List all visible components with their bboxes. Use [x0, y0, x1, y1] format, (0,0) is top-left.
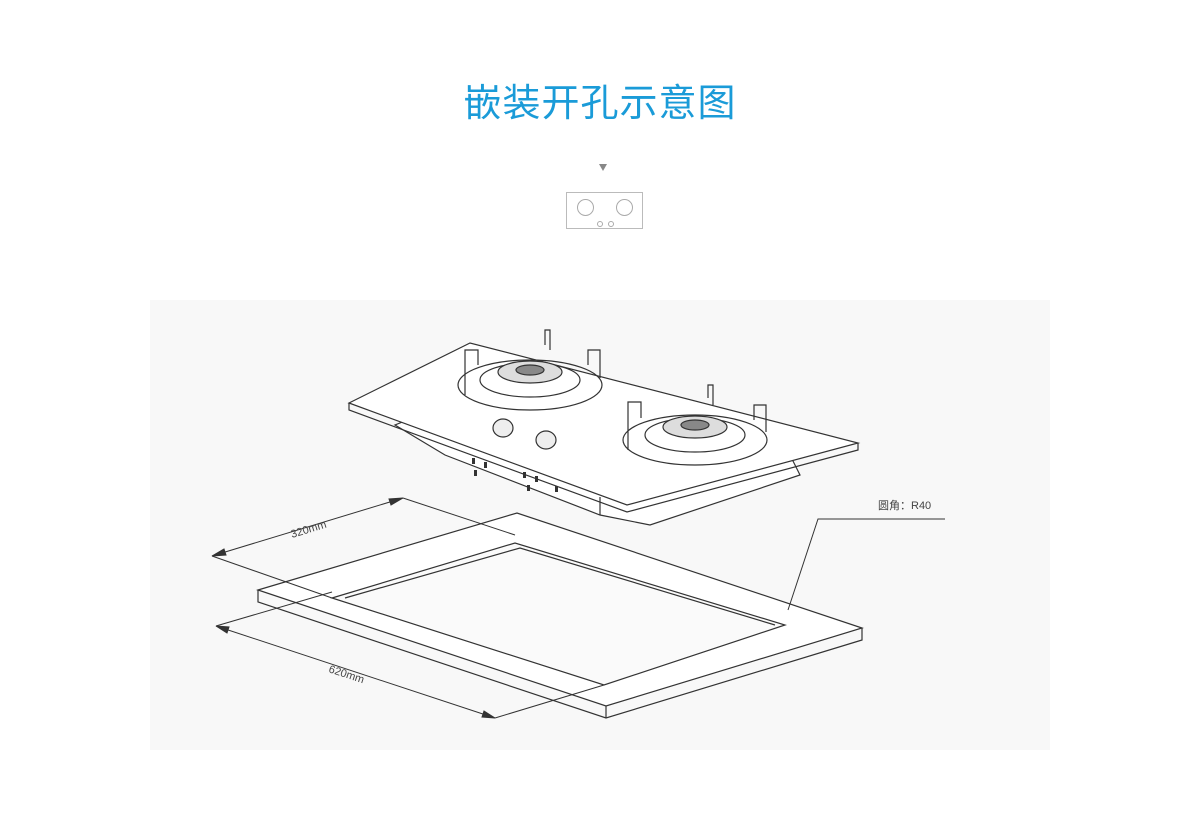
- cooktop-thumbnail-icon: [566, 192, 643, 229]
- knob-icon: [608, 221, 614, 227]
- gas-cooktop: [347, 329, 861, 526]
- burner-right: [622, 384, 768, 466]
- countertop: [256, 512, 864, 719]
- down-arrow-icon: [599, 164, 607, 171]
- cutout-hole: [329, 542, 787, 686]
- underside-vents: [472, 458, 558, 492]
- dimension-depth-label: 320mm: [289, 519, 328, 541]
- burner-icon: [616, 199, 633, 216]
- burner-icon: [577, 199, 594, 216]
- dimension-depth: [211, 497, 516, 599]
- page-title: 嵌装开孔示意图: [463, 81, 737, 125]
- control-knobs: [492, 418, 557, 450]
- burner-left: [457, 329, 603, 411]
- dimension-width-label: 620mm: [327, 663, 366, 686]
- corner-radius-label: 圆角：R40: [878, 499, 931, 512]
- corner-radius-leader: [787, 518, 945, 611]
- knob-icon: [597, 221, 603, 227]
- dimension-width: [215, 591, 605, 719]
